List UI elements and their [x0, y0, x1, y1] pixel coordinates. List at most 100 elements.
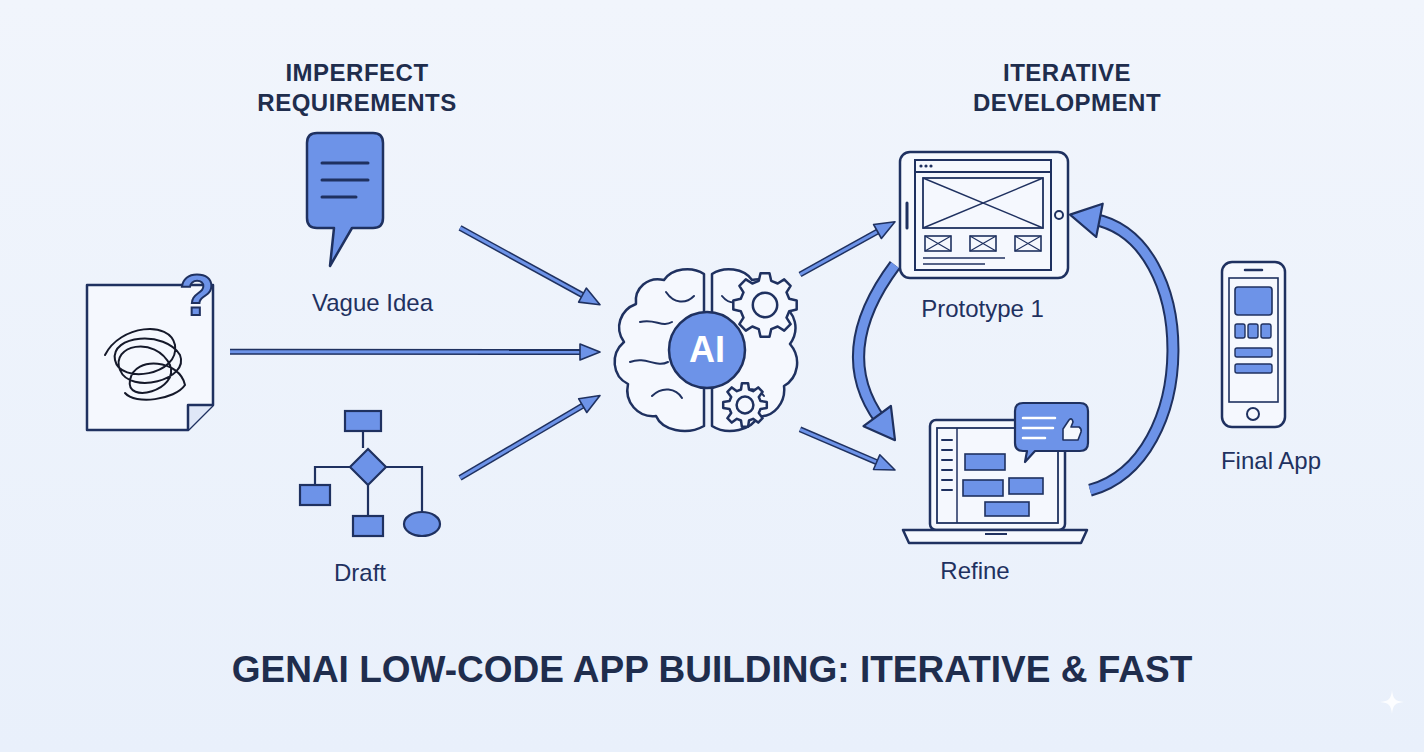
section-heading: IMPERFECT REQUIREMENTS — [242, 58, 472, 118]
flowchart-draft: Draft — [290, 400, 460, 590]
arrow-line — [800, 230, 881, 275]
arrow-outline — [230, 349, 584, 355]
icon-part — [1229, 278, 1278, 402]
idea-bubble: Vague Idea — [290, 128, 460, 318]
connector-arrow — [859, 265, 895, 440]
icon-part — [350, 449, 386, 485]
icon-part — [353, 516, 383, 536]
arrow-head — [579, 396, 600, 413]
refine-laptop: Refine — [895, 398, 1090, 590]
arrow-line — [460, 228, 586, 297]
icon-part — [985, 502, 1029, 516]
sparkle-mark — [1380, 690, 1404, 714]
icon-part — [1245, 269, 1262, 272]
icon-part — [1055, 211, 1063, 219]
ai-badge-text: AI — [667, 328, 747, 372]
arrow-outline — [1090, 219, 1173, 490]
icon-part — [1235, 287, 1272, 315]
sparkle-shape — [1380, 690, 1404, 714]
icon-part — [1247, 408, 1259, 420]
arrow-line — [230, 350, 584, 353]
icon-part — [923, 178, 1043, 228]
icon-part — [1063, 419, 1081, 440]
icon-part — [1235, 364, 1272, 373]
diagram-title: GENAI LOW-CODE APP BUILDING: ITERATIVE &… — [40, 648, 1384, 692]
icon-part — [925, 236, 951, 251]
icon-part — [404, 512, 440, 536]
connector-arrow — [800, 429, 895, 470]
icon-part — [1235, 324, 1245, 338]
icon-part — [1248, 324, 1258, 338]
icon-part — [1235, 348, 1272, 357]
arrow-line — [859, 265, 895, 421]
arrow-head — [864, 406, 896, 440]
arrow-line — [1090, 219, 1173, 490]
section-heading: ITERATIVE DEVELOPMENT — [952, 58, 1182, 118]
final-phone: Final App — [1205, 260, 1335, 480]
icon-part — [923, 178, 1043, 228]
arrow-head — [874, 455, 896, 470]
icon-part — [105, 329, 185, 400]
arrow-outline — [800, 429, 880, 463]
icon-part — [322, 163, 368, 197]
sketch-page: ? — [80, 265, 230, 435]
icon-part — [1009, 478, 1043, 494]
connector-arrow — [460, 396, 600, 478]
icon-part — [1023, 418, 1055, 438]
icon-part — [345, 411, 381, 431]
icon-part — [942, 440, 952, 490]
icon-part — [906, 203, 909, 228]
icon-part — [956, 428, 958, 523]
icon-part — [1261, 324, 1271, 338]
icon-part — [1015, 403, 1088, 462]
node-caption: Final App — [1205, 446, 1337, 476]
icon-part — [970, 236, 996, 251]
arrow-outline — [460, 404, 586, 478]
icon-part — [915, 160, 1051, 270]
connector-arrow — [800, 222, 895, 275]
icon-part — [1015, 236, 1041, 251]
prototype-tablet: Prototype 1 — [895, 148, 1070, 328]
arrow-head — [874, 222, 895, 239]
connector-arrow — [230, 344, 600, 360]
icon-part — [929, 164, 932, 167]
arrow-outline — [460, 228, 586, 297]
icon-part — [723, 383, 767, 427]
node-caption: Prototype 1 — [895, 294, 1070, 324]
icon-part — [1222, 262, 1285, 427]
icon-part — [965, 454, 1005, 470]
icon-part — [923, 258, 1005, 264]
arrow-head — [1070, 204, 1103, 237]
icon-part — [915, 171, 1051, 173]
arrow-outline — [859, 265, 895, 421]
icon-part — [300, 485, 330, 505]
icon-part — [925, 236, 951, 251]
connector-arrow — [460, 228, 600, 305]
arrow-head — [579, 288, 600, 305]
icon-part — [307, 133, 383, 266]
node-caption: Draft — [290, 558, 430, 588]
question-mark: ? — [172, 265, 222, 325]
icon-part — [900, 152, 1068, 278]
icon-part — [737, 397, 754, 414]
icon-part — [753, 293, 777, 317]
connector-arrow — [1070, 204, 1173, 491]
ai-brain: AI — [600, 262, 800, 440]
node-caption: Refine — [895, 556, 1055, 586]
arrow-outline — [800, 230, 881, 275]
icon-part — [903, 530, 1087, 543]
icon-part — [733, 273, 796, 336]
icon-part — [919, 164, 922, 167]
arrow-line — [800, 429, 880, 463]
icon-part — [188, 405, 213, 430]
icon-part — [924, 164, 927, 167]
node-caption: Vague Idea — [290, 288, 455, 318]
icon-part — [1015, 236, 1041, 251]
icon-part — [985, 533, 1007, 535]
icon-part — [970, 236, 996, 251]
arrow-head — [580, 344, 600, 360]
icon-part — [963, 480, 1003, 496]
arrow-line — [460, 404, 586, 478]
